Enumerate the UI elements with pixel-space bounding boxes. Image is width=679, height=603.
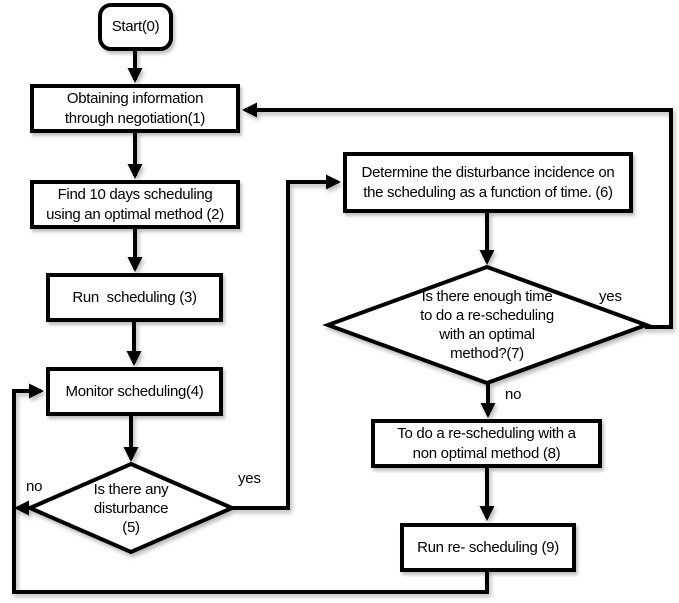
edge-9-loop-to-4: [12, 383, 489, 594]
node-enough-time-decision: Is there enough time to do a re-scheduli…: [420, 288, 554, 362]
node-reschedule-non-optimal: To do a re-scheduling with a non optimal…: [371, 419, 602, 468]
label-no-enough-time: no: [505, 386, 522, 403]
node-run-scheduling: Run scheduling (3): [46, 273, 223, 322]
label-yes-disturbance: yes: [238, 470, 261, 487]
edge-5-yes-to-6: [230, 174, 341, 510]
label-no-disturbance: no: [26, 478, 43, 495]
node-find-10-days-scheduling: Find 10 days scheduling using an optimal…: [30, 180, 240, 229]
node-start: Start(0): [98, 3, 173, 51]
node-disturbance-decision: Is there any disturbance (5): [93, 480, 169, 536]
node-determine-incidence: Determine the disturbance incidence on t…: [343, 152, 633, 213]
enough-time-diamond-shape: [322, 264, 652, 386]
edge-7-yes-to-1: [242, 102, 673, 329]
label-yes-enough-time: yes: [599, 288, 622, 305]
node-obtain-information: Obtaining information through negotiatio…: [30, 84, 240, 133]
node-monitor-scheduling: Monitor scheduling(4): [46, 367, 223, 416]
disturbance-diamond-shape: [24, 461, 238, 555]
node-run-rescheduling: Run re- scheduling (9): [400, 523, 576, 572]
